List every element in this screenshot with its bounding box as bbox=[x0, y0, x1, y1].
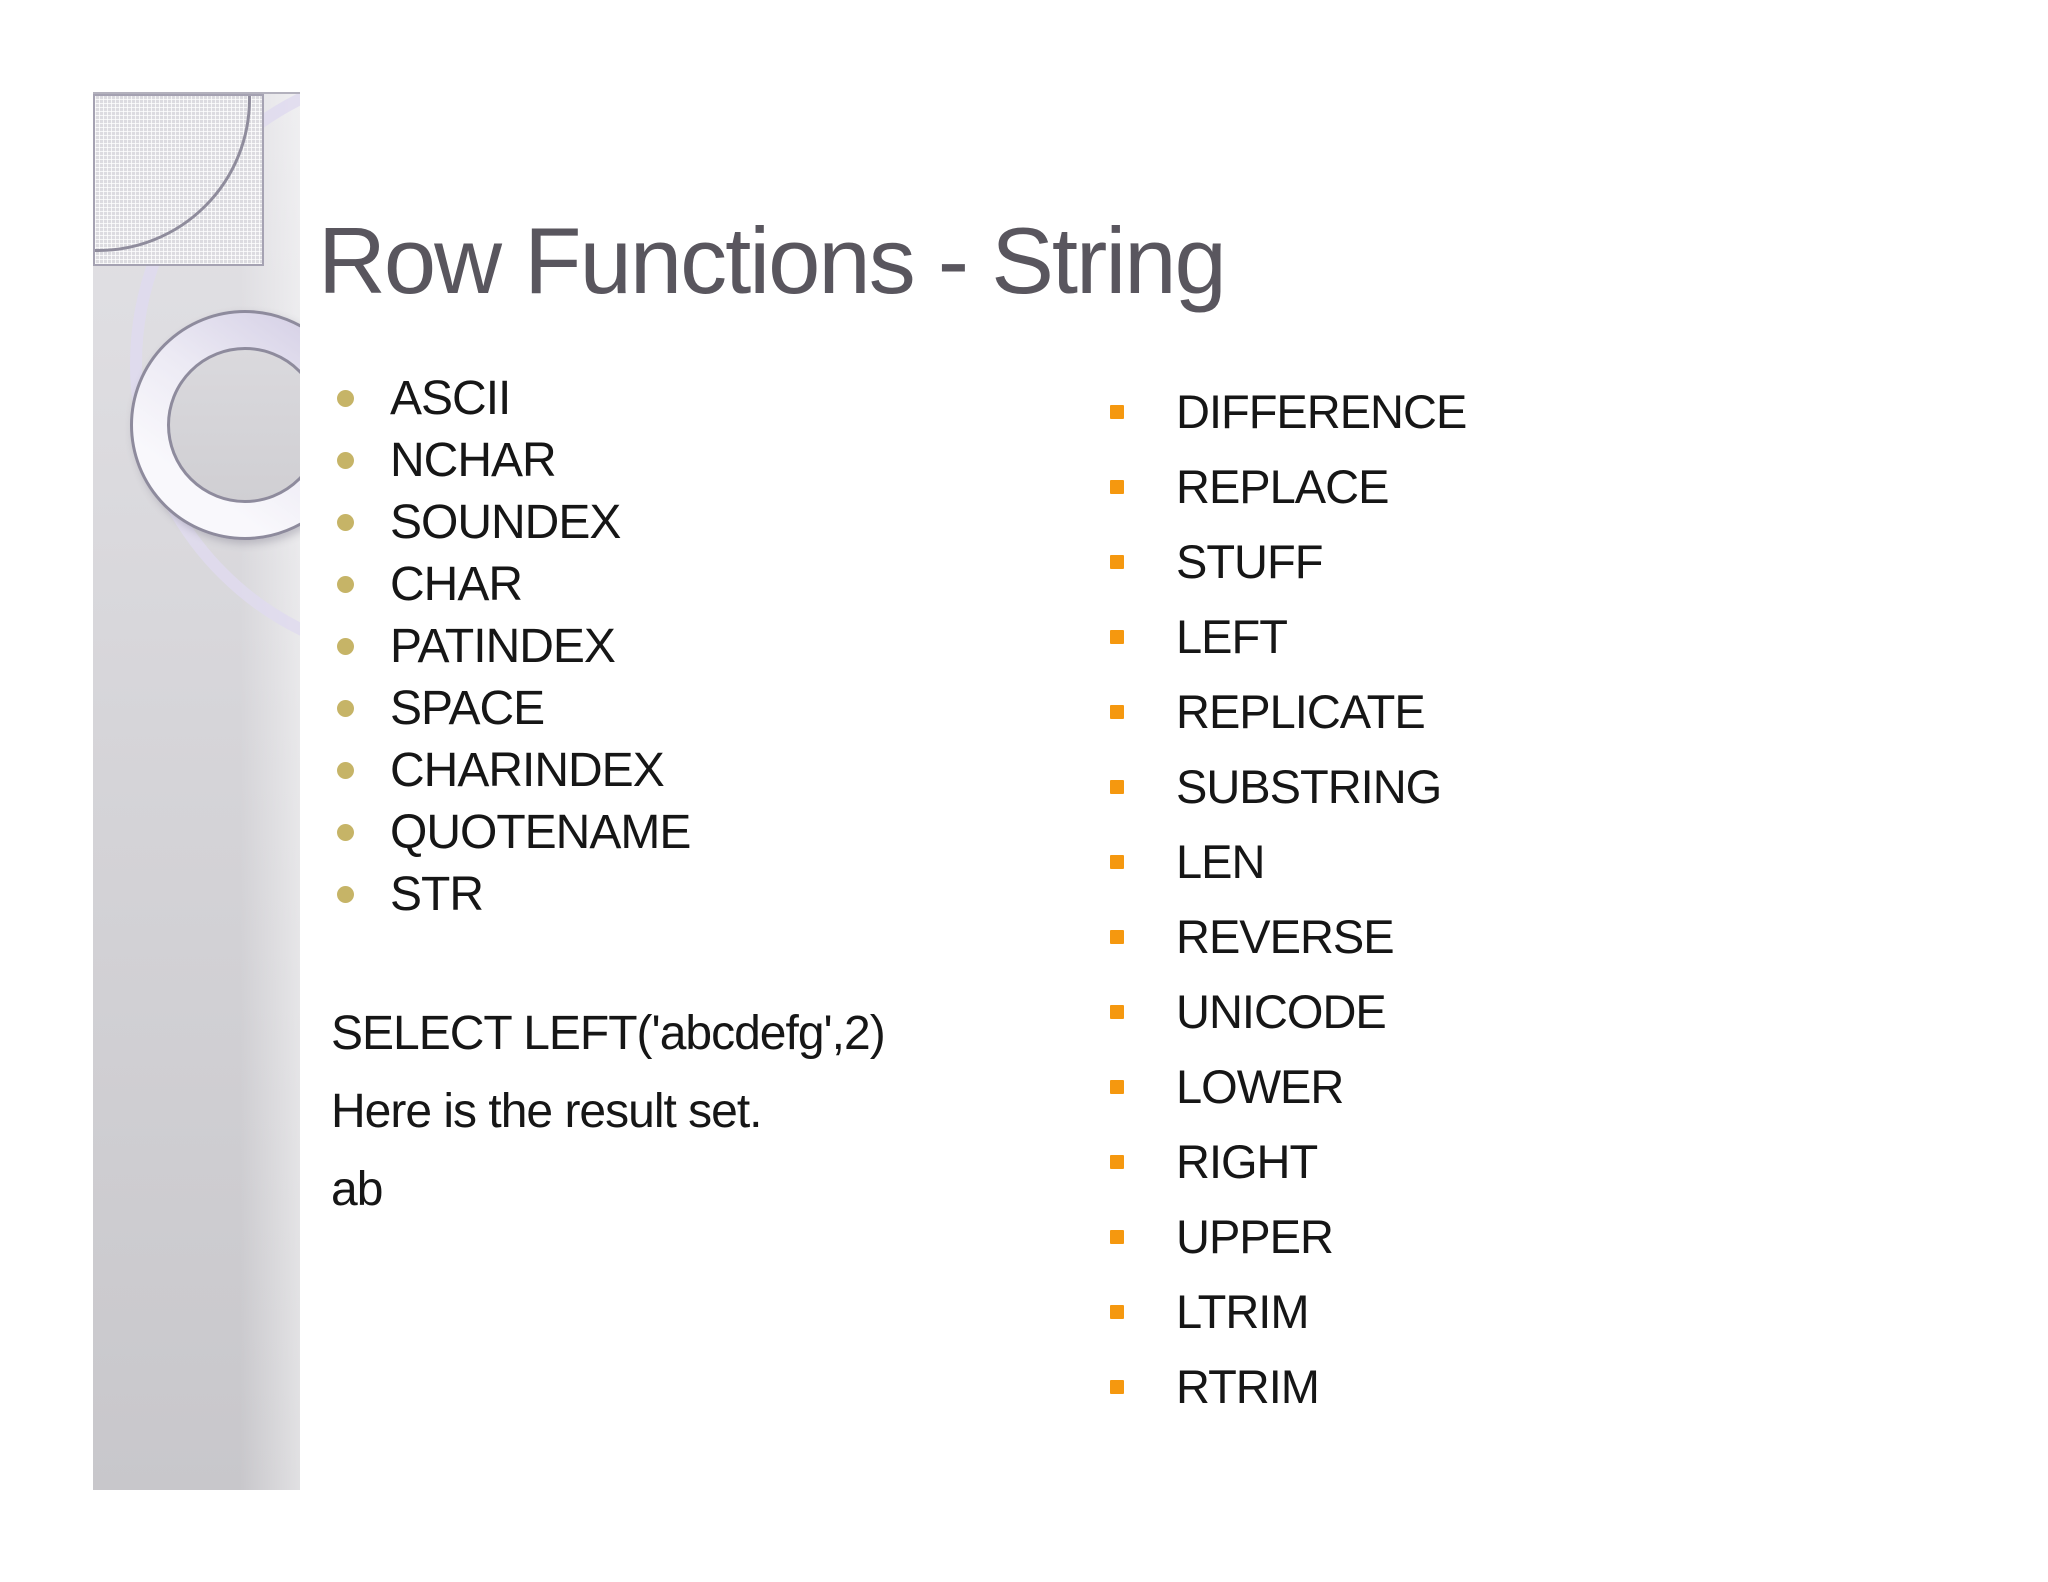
function-list-item: UNICODE bbox=[1110, 974, 1466, 1049]
bullet-dot-icon bbox=[337, 575, 354, 593]
function-name: UPPER bbox=[1176, 1210, 1334, 1263]
function-name: SPACE bbox=[390, 681, 545, 735]
bullet-square-icon bbox=[1110, 1379, 1124, 1394]
bullet-dot-icon bbox=[337, 761, 354, 779]
bullet-dot-icon bbox=[337, 513, 354, 531]
example-query-line: SELECT LEFT('abcdefg',2) bbox=[331, 1007, 886, 1060]
bullet-square-icon bbox=[1110, 854, 1124, 869]
function-name: PATINDEX bbox=[390, 619, 616, 673]
bullet-dot-icon bbox=[337, 823, 354, 841]
function-name: UNICODE bbox=[1176, 985, 1387, 1038]
function-name: STR bbox=[390, 867, 484, 921]
function-list-item: QUOTENAME bbox=[337, 801, 691, 863]
bullet-dot-icon bbox=[337, 389, 354, 407]
function-list-item: UPPER bbox=[1110, 1199, 1466, 1274]
function-list-item: SUBSTRING bbox=[1110, 749, 1466, 824]
bullet-square-icon bbox=[1110, 629, 1124, 644]
bullet-dot-icon bbox=[337, 885, 354, 903]
function-name: STUFF bbox=[1176, 535, 1323, 588]
slide-title: Row Functions - String bbox=[318, 208, 1227, 313]
function-name: LEN bbox=[1176, 835, 1265, 888]
bullet-square-icon bbox=[1110, 404, 1124, 419]
function-name: ASCII bbox=[390, 371, 511, 425]
function-name: REPLICATE bbox=[1176, 685, 1426, 738]
example-result-caption-line: Here is the result set. bbox=[331, 1085, 763, 1138]
function-list-item: CHARINDEX bbox=[337, 739, 690, 801]
function-list-item: LOWER bbox=[1110, 1049, 1466, 1124]
bullet-square-icon bbox=[1110, 1304, 1124, 1319]
function-name: NCHAR bbox=[390, 433, 557, 487]
function-list-item: PATINDEX bbox=[337, 615, 690, 677]
function-list-item: STR bbox=[337, 863, 690, 925]
bullet-square-icon bbox=[1110, 479, 1124, 494]
function-name: RTRIM bbox=[1176, 1360, 1320, 1413]
function-list-item: LEFT bbox=[1110, 599, 1466, 674]
bullet-square-icon bbox=[1110, 929, 1124, 944]
bullet-square-icon bbox=[1110, 779, 1124, 794]
texture-square-decoration bbox=[93, 94, 264, 266]
bullet-square-icon bbox=[1110, 554, 1124, 569]
bullet-dot-icon bbox=[337, 637, 354, 655]
function-name: RIGHT bbox=[1176, 1135, 1318, 1188]
function-list-item: REPLICATE bbox=[1110, 674, 1466, 749]
example-result-value-line: ab bbox=[331, 1163, 383, 1216]
bullet-square-icon bbox=[1110, 1229, 1124, 1244]
decorative-sidebar bbox=[93, 92, 300, 1490]
function-list-item: STUFF bbox=[1110, 524, 1466, 599]
function-name: REVERSE bbox=[1176, 910, 1395, 963]
function-name: SUBSTRING bbox=[1176, 760, 1442, 813]
bullet-dot-icon bbox=[337, 699, 354, 717]
function-list-item: RIGHT bbox=[1110, 1124, 1466, 1199]
ring-hole-decoration bbox=[167, 347, 300, 503]
function-name: REPLACE bbox=[1176, 460, 1389, 513]
bullet-square-icon bbox=[1110, 704, 1124, 719]
function-list-item: RTRIM bbox=[1110, 1349, 1466, 1424]
function-name: CHARINDEX bbox=[390, 743, 665, 797]
function-list-item: SPACE bbox=[337, 677, 690, 739]
function-name: CHAR bbox=[390, 557, 523, 611]
function-name: SOUNDEX bbox=[390, 495, 621, 549]
function-list-item: LEN bbox=[1110, 824, 1466, 899]
bullet-square-icon bbox=[1110, 1004, 1124, 1019]
function-name: LOWER bbox=[1176, 1060, 1344, 1113]
function-name: QUOTENAME bbox=[390, 805, 691, 859]
bullet-square-icon bbox=[1110, 1154, 1124, 1169]
bullet-square-icon bbox=[1110, 1079, 1124, 1094]
function-list-item: ASCII bbox=[337, 367, 690, 429]
ring-decoration bbox=[130, 310, 300, 540]
function-list-item: SOUNDEX bbox=[337, 491, 690, 553]
function-list-item: DIFFERENCE bbox=[1110, 374, 1467, 449]
left-function-list: ASCII NCHAR SOUNDEX CHAR PATINDEX SPACE CHARIN… bbox=[337, 367, 691, 925]
quarter-arc-decoration bbox=[95, 96, 251, 252]
function-list-item: REPLACE bbox=[1110, 449, 1466, 524]
function-name: LEFT bbox=[1176, 610, 1288, 663]
bullet-dot-icon bbox=[337, 451, 354, 469]
example-block: SELECT LEFT('abcdefg',2) Here is the res… bbox=[331, 995, 886, 1229]
function-list-item: CHAR bbox=[337, 553, 690, 615]
function-name: DIFFERENCE bbox=[1176, 385, 1467, 438]
function-list-item: NCHAR bbox=[337, 429, 690, 491]
right-function-list: DIFFERENCE REPLACE STUFF LEFT REPLICATE SUBST… bbox=[1110, 374, 1467, 1424]
function-list-item: REVERSE bbox=[1110, 899, 1466, 974]
function-list-item: LTRIM bbox=[1110, 1274, 1466, 1349]
function-name: LTRIM bbox=[1176, 1285, 1310, 1338]
